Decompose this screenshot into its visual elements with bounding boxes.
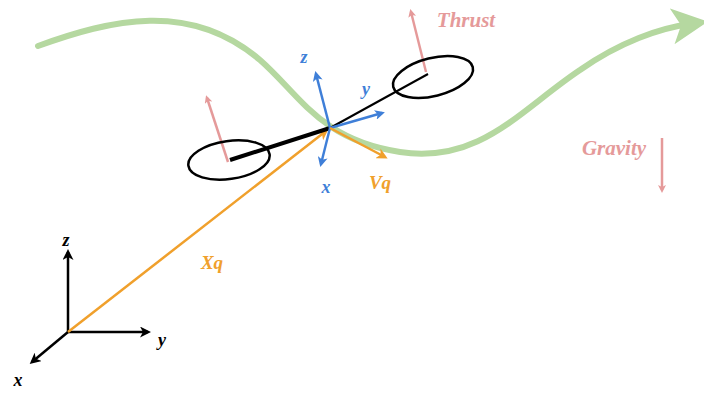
axis-label: y [362, 80, 370, 98]
position-vector [68, 131, 326, 332]
quadrotor-body [186, 49, 478, 185]
vector-label: Xq [201, 253, 223, 272]
axis-label: z [62, 231, 69, 249]
velocity-vector [330, 128, 385, 157]
gravity-arrow [661, 138, 664, 190]
trajectory-curve [38, 21, 690, 154]
vector-label: Vq [369, 173, 391, 192]
axis-label: z [300, 48, 307, 66]
axis-label: x [14, 371, 23, 389]
axis-label: x [322, 178, 331, 196]
axis-label: y [158, 331, 166, 349]
world-frame [32, 252, 148, 362]
force-label: Thrust [437, 10, 495, 31]
force-label: Gravity [582, 138, 646, 159]
